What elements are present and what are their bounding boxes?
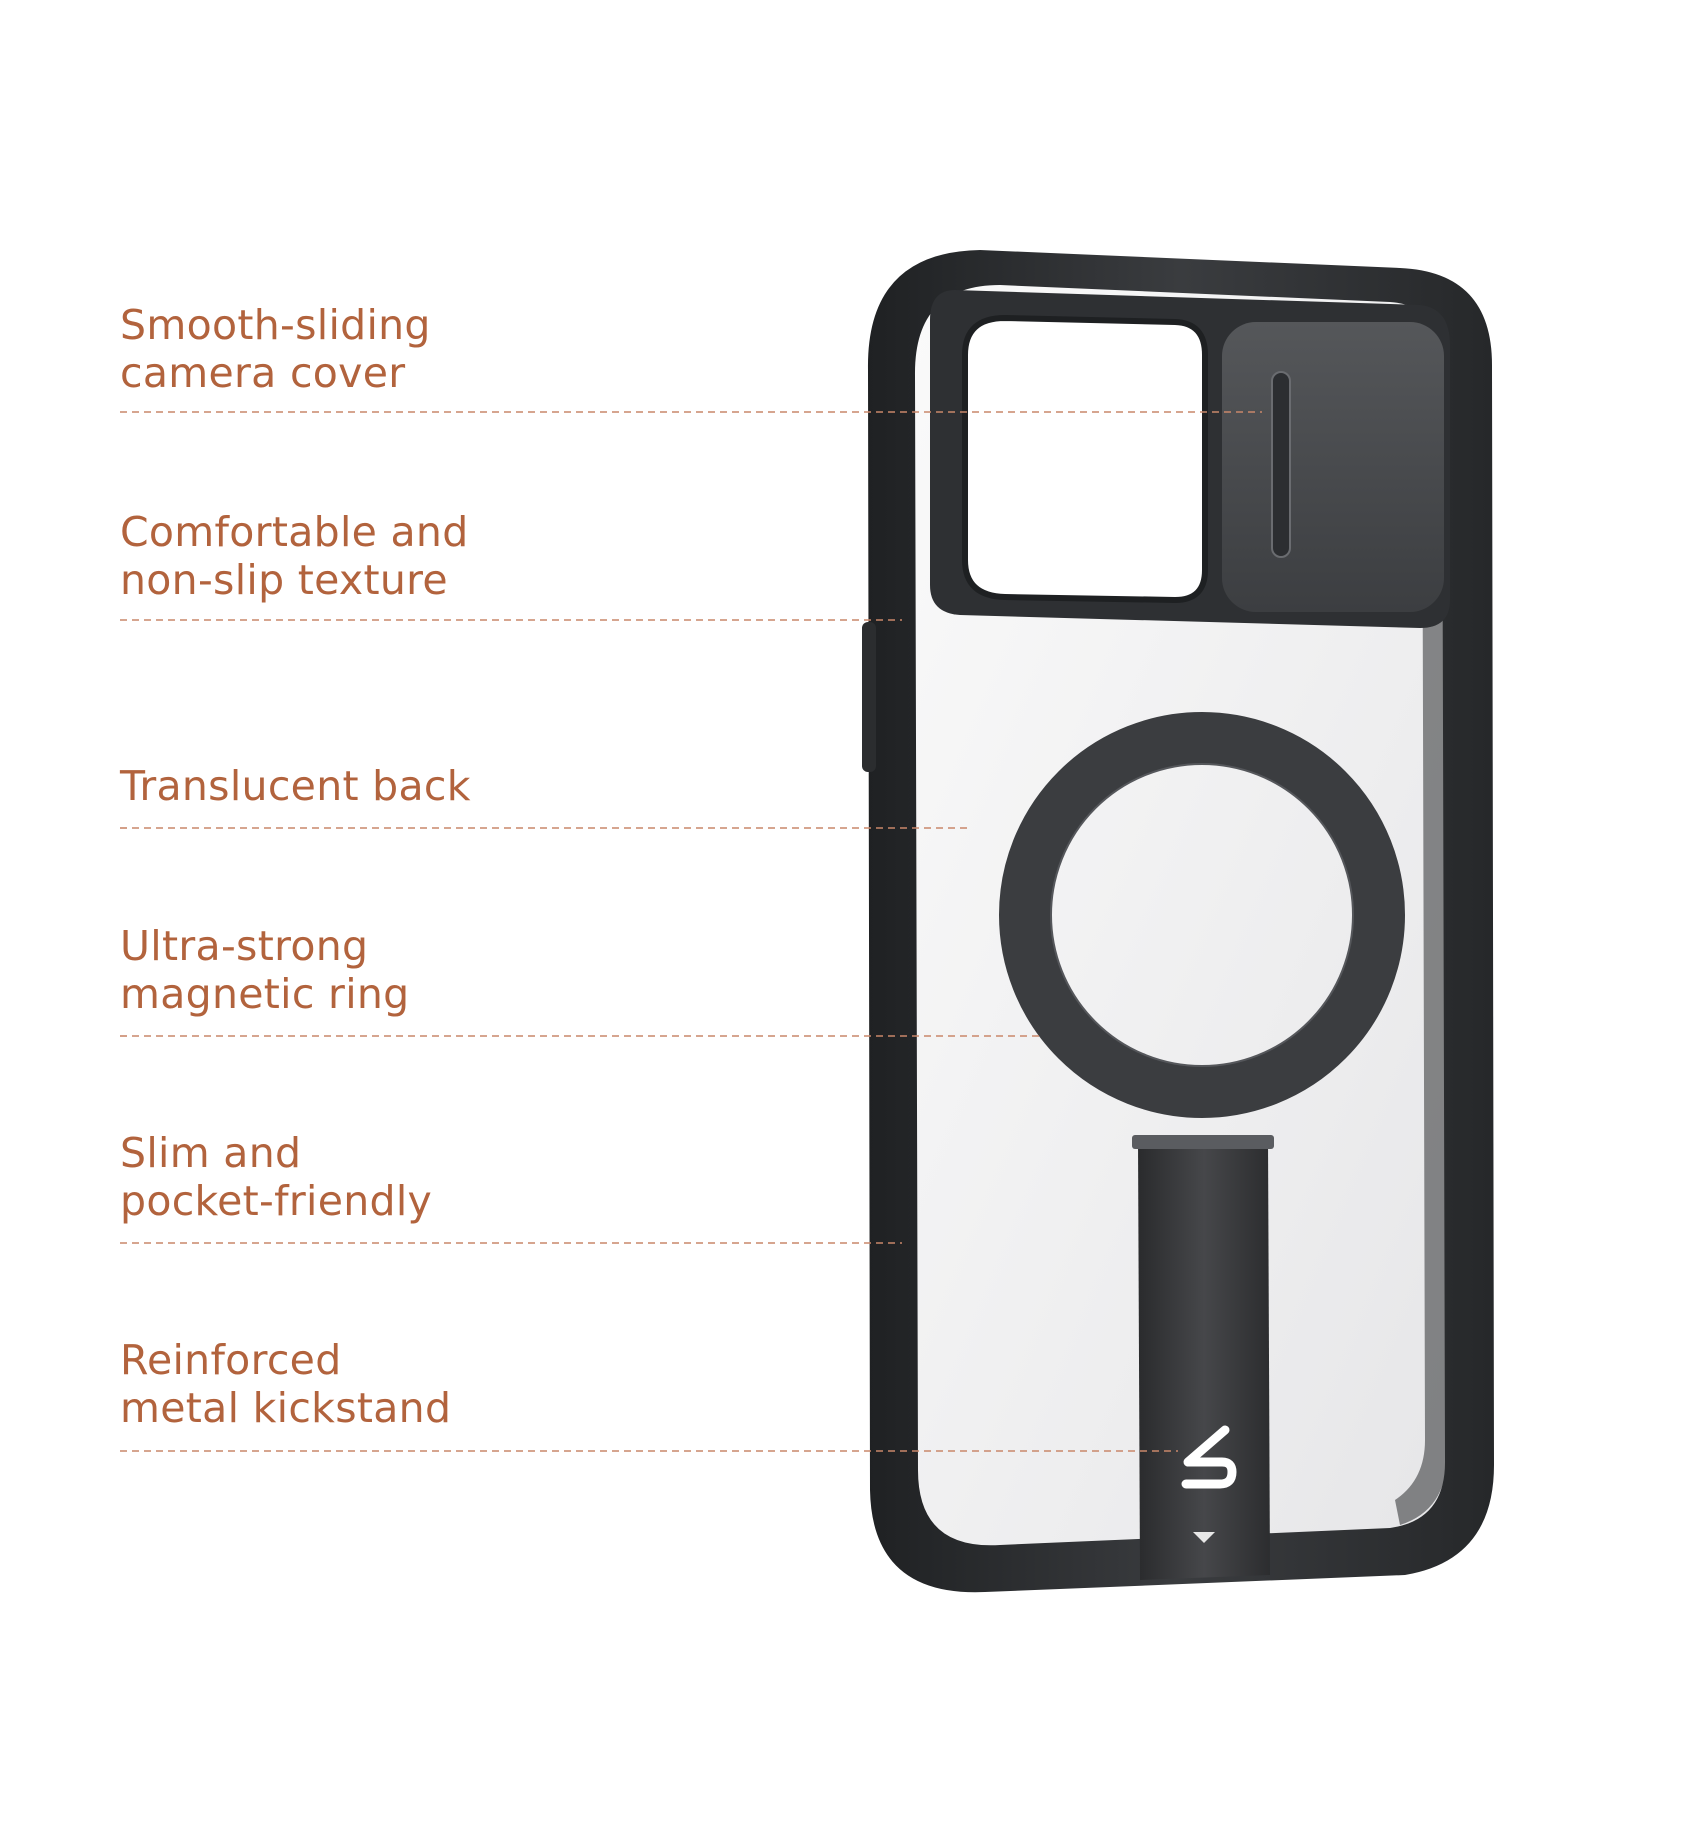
camera-slider-groove xyxy=(1271,371,1291,558)
feature-slim: Slim and pocket-friendly xyxy=(120,1129,680,1225)
feature-kickstand: Reinforced metal kickstand xyxy=(120,1336,680,1432)
magnetic-ring-highlight xyxy=(1050,763,1354,1067)
feature-camera-cover-line-2: camera cover xyxy=(120,349,406,397)
kickstand xyxy=(1138,1140,1270,1580)
feature-translucent-back-line-1: Translucent back xyxy=(120,762,471,810)
feature-translucent-back: Translucent back xyxy=(120,762,680,810)
feature-slim-line-2: pocket-friendly xyxy=(120,1177,433,1225)
feature-magnetic-ring-line-2: magnetic ring xyxy=(120,970,410,1018)
magnetic-ring xyxy=(999,712,1405,1118)
kickstand-hinge xyxy=(1132,1135,1274,1149)
side-button xyxy=(862,622,876,772)
feature-kickstand-line-1: Reinforced xyxy=(120,1336,342,1384)
brand-s-logo-icon xyxy=(1181,1425,1237,1489)
feature-kickstand-line-2: metal kickstand xyxy=(120,1384,452,1432)
feature-slim-line-1: Slim and xyxy=(120,1129,302,1177)
camera-window xyxy=(962,314,1208,604)
feature-camera-cover-line-1: Smooth-sliding xyxy=(120,301,431,349)
feature-texture-line-1: Comfortable and xyxy=(120,508,469,556)
feature-texture: Comfortable and non-slip texture xyxy=(120,508,680,604)
feature-magnetic-ring-line-1: Ultra-strong xyxy=(120,922,369,970)
feature-magnetic-ring: Ultra-strong magnetic ring xyxy=(120,922,680,1018)
caret-down-icon xyxy=(1193,1532,1215,1543)
feature-texture-line-2: non-slip texture xyxy=(120,556,448,604)
frame-inner-shadow xyxy=(1395,330,1447,1525)
feature-camera-cover: Smooth-sliding camera cover xyxy=(120,301,680,397)
